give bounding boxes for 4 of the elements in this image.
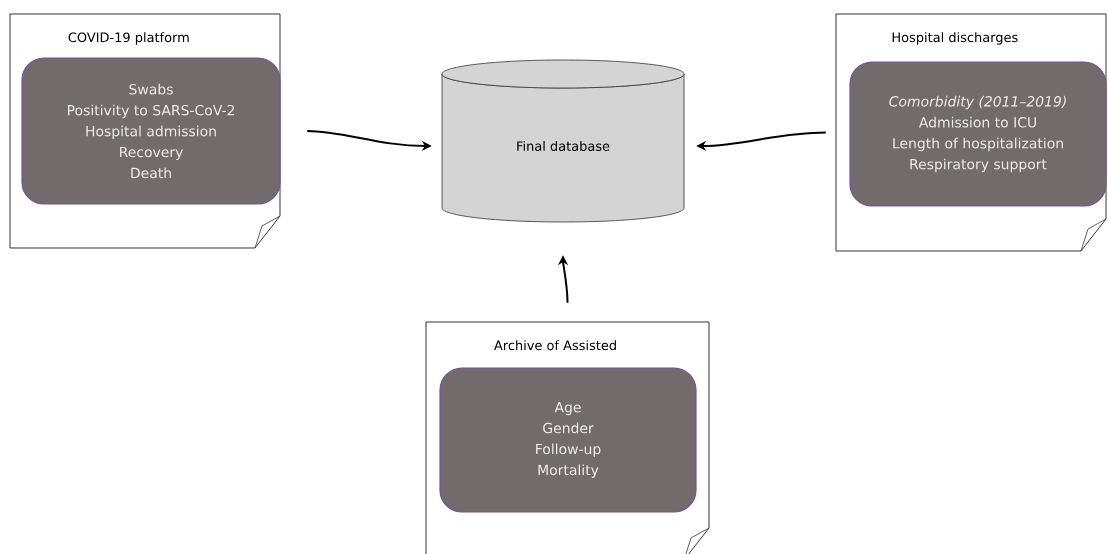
rounded-box: Comorbidity (2011–2019) Admission to ICU Length of hospitalization Respiratory support — [849, 61, 1107, 207]
rounded-box: Age Gender Follow-up Mortality — [439, 367, 697, 513]
database-cylinder: Final database — [441, 59, 685, 223]
rounded-box: Swabs Positivity to SARS-CoV-2 Hospital admission Recovery Death — [21, 57, 281, 205]
